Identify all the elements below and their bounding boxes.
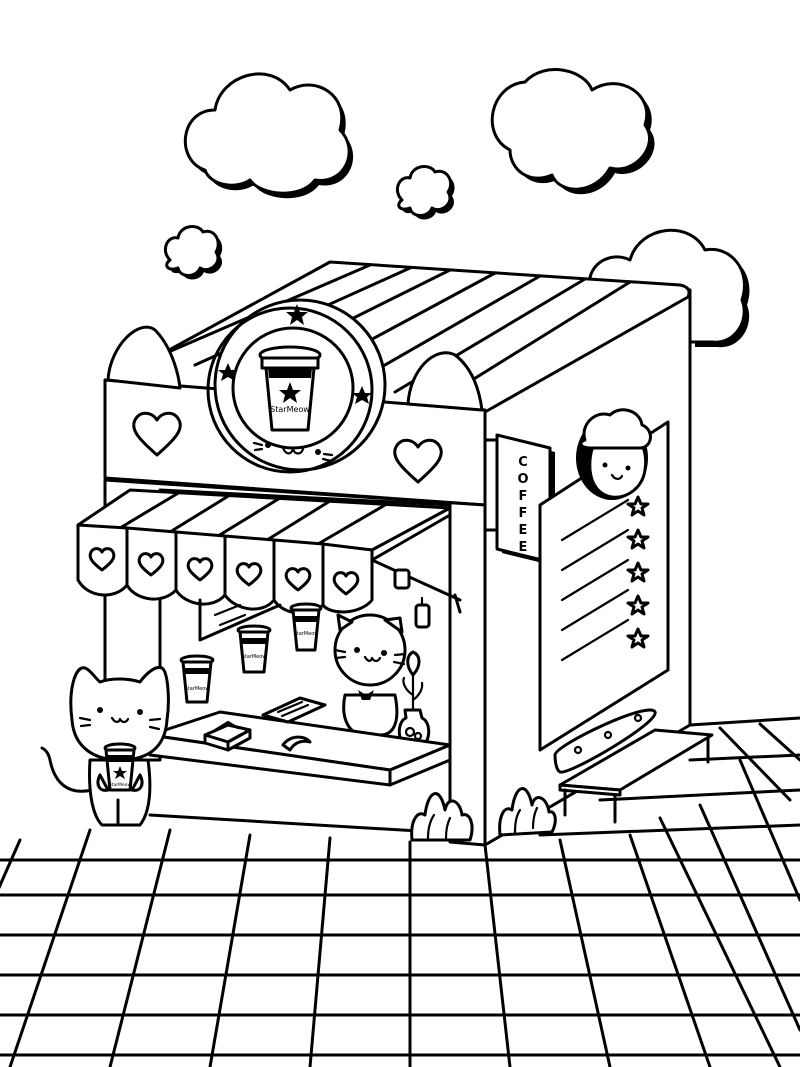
sign-letter: C — [518, 455, 528, 470]
svg-text:StarMeow: StarMeow — [109, 782, 132, 788]
coffee-booth: StarMeow — [76, 260, 714, 847]
star-icon — [626, 528, 650, 550]
sign-letter: E — [519, 540, 528, 555]
clouds — [164, 68, 750, 348]
flower-vase — [397, 650, 431, 752]
sign-letter: F — [519, 489, 528, 504]
coffee-cup-icon: StarMeow — [103, 742, 137, 792]
sign-letter: F — [519, 506, 528, 521]
cat-tail — [40, 746, 94, 793]
sign-letter: E — [519, 523, 528, 538]
heart-icon — [88, 547, 360, 596]
sign-letter: O — [517, 472, 528, 487]
booth-cat-ear-left — [106, 325, 182, 390]
cloud-large-left — [183, 72, 351, 195]
star-icon — [626, 561, 650, 583]
bush-left — [410, 792, 474, 842]
cloud-small-middle — [396, 165, 453, 217]
star-icon — [218, 304, 372, 404]
heart-icon — [393, 438, 443, 484]
booth-cat-ear-right — [406, 351, 484, 412]
coffee-cup-logo-icon — [258, 345, 322, 432]
bottle-icon — [393, 568, 431, 629]
star-icon — [626, 594, 650, 616]
star-icon — [626, 495, 650, 517]
svg-text:StarMeow: StarMeow — [242, 654, 267, 660]
cat-body — [88, 758, 152, 827]
menu-board — [538, 420, 670, 752]
croissant-icon — [281, 735, 312, 752]
bench — [553, 708, 714, 824]
cloud-small-left — [164, 225, 220, 277]
cloud-large-right — [490, 68, 652, 191]
bush-right — [498, 787, 557, 837]
svg-text:StarMeow: StarMeow — [185, 686, 210, 692]
star-icon — [626, 627, 650, 649]
cat-face-icon — [252, 441, 334, 463]
brand-name-label: StarMeow — [270, 405, 310, 414]
coffee-cup-icon: StarMeow StarMeow StarMeow — [179, 602, 323, 704]
floor-tile-grid — [0, 716, 800, 1067]
napkin-box-icon — [203, 720, 252, 752]
svg-text:StarMeow: StarMeow — [294, 631, 319, 637]
customer-cat: StarMeow — [40, 665, 170, 827]
cupcake-face-badge — [576, 408, 652, 500]
barista-cat — [333, 613, 407, 737]
menu-book-icon — [261, 696, 327, 724]
heart-icon — [132, 411, 182, 457]
